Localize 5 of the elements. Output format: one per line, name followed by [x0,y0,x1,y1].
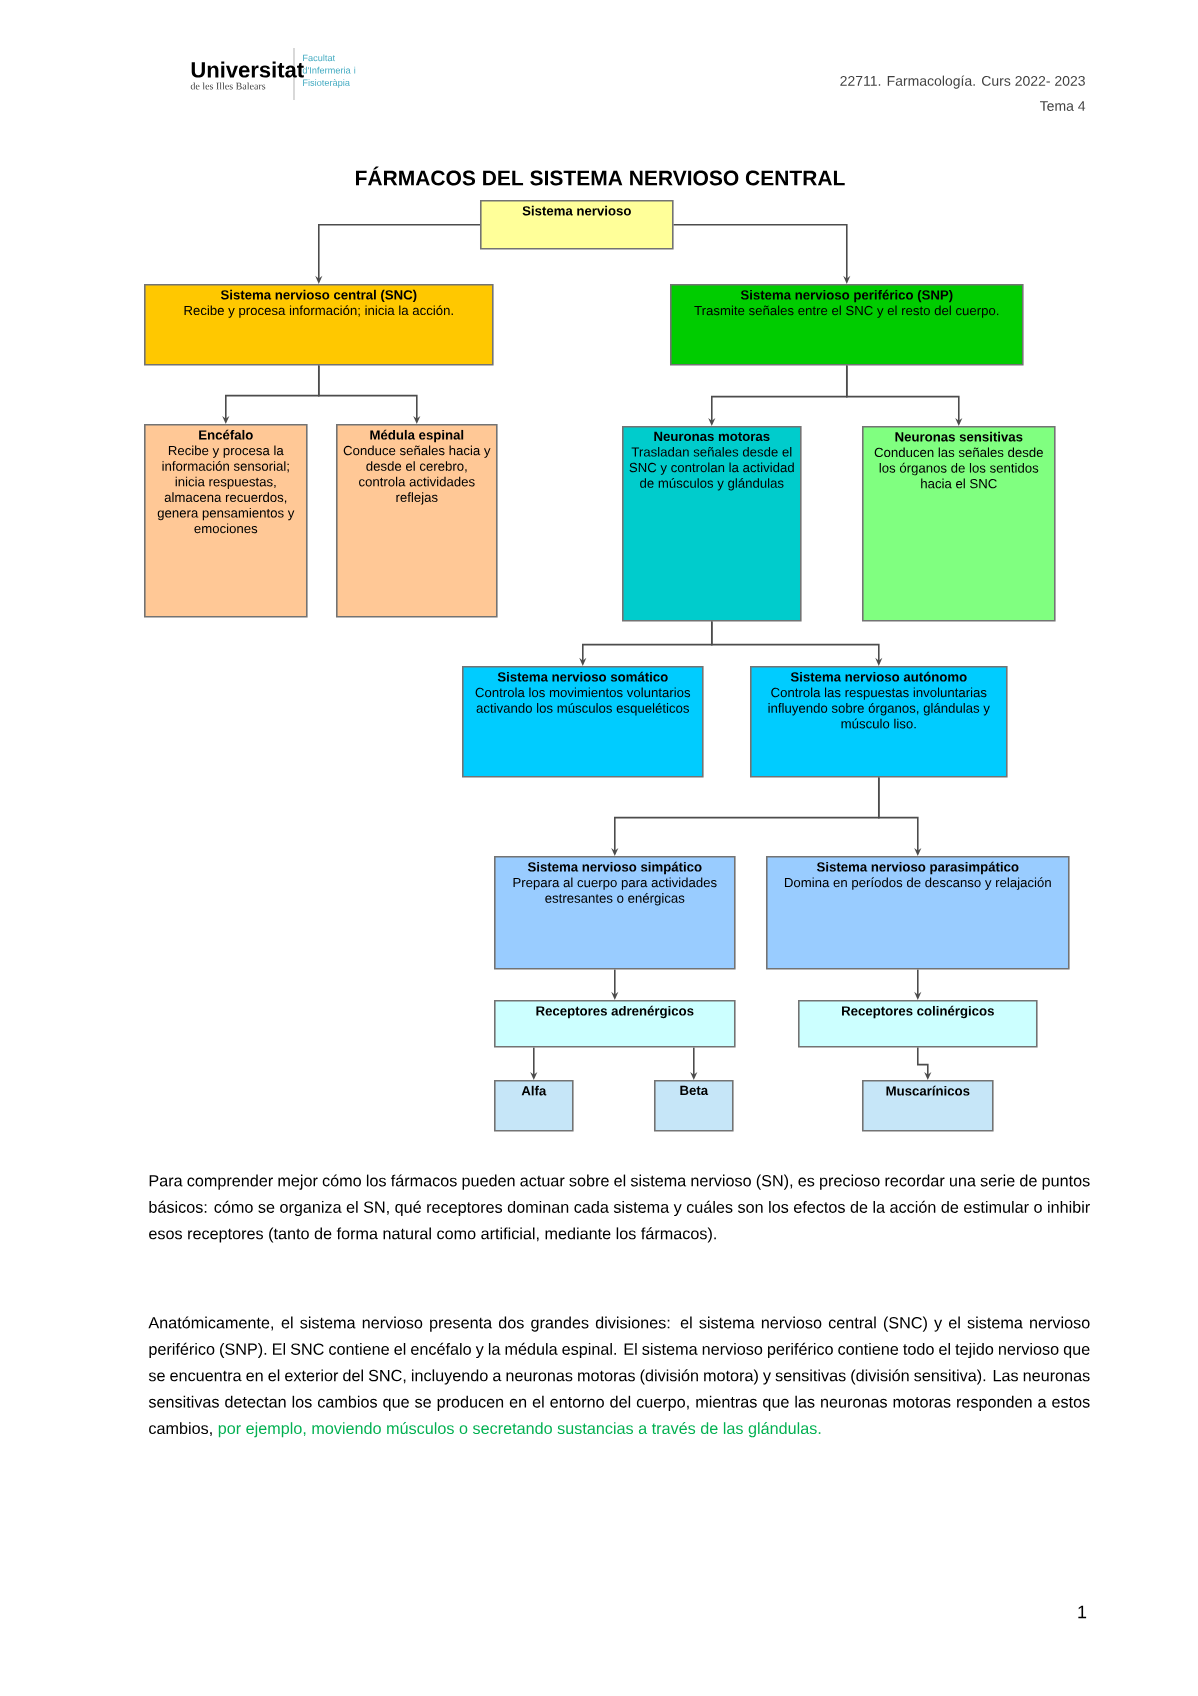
paragraph: Anatómicamente, el sistema nervioso presenta dos grandes divisiones: el sistema nervioso central (SNC) y el sistema nervioso periférico (SNP). El SNC contiene el encéfalo y la médula espinal. El sistema nervioso periférico contiene todo el tejido nervioso que se encuentra en el exterior del SNC, incluyendo a neuronas motoras (división motora) y sensitivas (división sensitiva). Las neuronas sensitivas detectan los cambios que se producen en el entorno del cuerpo, mientras que las neuronas motoras responden a estos cambios, por ejemplo, moviendo músculos o secretando sustancias a través de las glándulas. [148,1316,1090,1438]
page-number: 1 [1078,1605,1087,1619]
paragraph: Para comprender mejor cómo los fármacos pueden actuar sobre el sistema nervioso (SN), es precioso recordar una serie de puntos básicos: cómo se organiza el SN, qué receptores dominan cada sistema y cuáles son los efectos de la acción de estimular o inhibir esos receptores (tanto de forma natural como artificial, mediante los fármacos). [149,1174,1090,1243]
page-title: FÁRMACOS DEL SISTEMA NERVIOSO CENTRAL [356,166,845,186]
university-name: Universitat [191,61,304,78]
